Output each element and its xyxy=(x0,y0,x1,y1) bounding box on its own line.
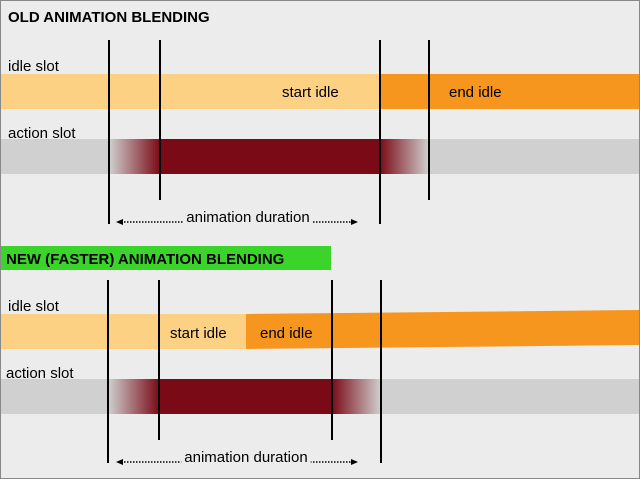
old-section-title: OLD ANIMATION BLENDING xyxy=(8,9,210,26)
old-start-idle-bar xyxy=(0,74,380,109)
new-duration-label: animation duration xyxy=(184,449,307,466)
old-action-slot-label: action slot xyxy=(8,125,76,142)
new-start-idle-label: start idle xyxy=(170,325,227,342)
old-duration-arrowhead-right xyxy=(351,219,358,225)
new-end-idle-bar xyxy=(246,310,640,349)
old-duration-label: animation duration xyxy=(186,209,309,226)
new-action-fade-out xyxy=(332,379,381,414)
new-duration-arrowhead-left xyxy=(116,459,123,465)
new-duration-arrowhead-right xyxy=(351,459,358,465)
new-idle-slot-label: idle slot xyxy=(8,298,60,315)
old-action-fade-in xyxy=(109,139,160,174)
old-action-fade-out xyxy=(380,139,429,174)
old-start-idle-label: start idle xyxy=(282,84,339,101)
new-title-highlight xyxy=(0,246,331,270)
old-end-idle-bar xyxy=(380,74,640,109)
new-start-idle-bar xyxy=(0,314,246,349)
new-section-title: NEW (FASTER) ANIMATION BLENDING xyxy=(6,251,284,268)
new-action-slot-label: action slot xyxy=(6,365,74,382)
duration-label-backing xyxy=(181,449,311,466)
duration-label-backing xyxy=(183,209,313,226)
old-action-clip xyxy=(160,139,380,174)
old-duration-arrowhead-left xyxy=(116,219,123,225)
old-end-idle-label: end idle xyxy=(449,84,502,101)
old-idle-slot-label: idle slot xyxy=(8,58,60,75)
new-action-clip xyxy=(159,379,332,414)
new-end-idle-label: end idle xyxy=(260,325,313,342)
new-action-fade-in xyxy=(108,379,159,414)
